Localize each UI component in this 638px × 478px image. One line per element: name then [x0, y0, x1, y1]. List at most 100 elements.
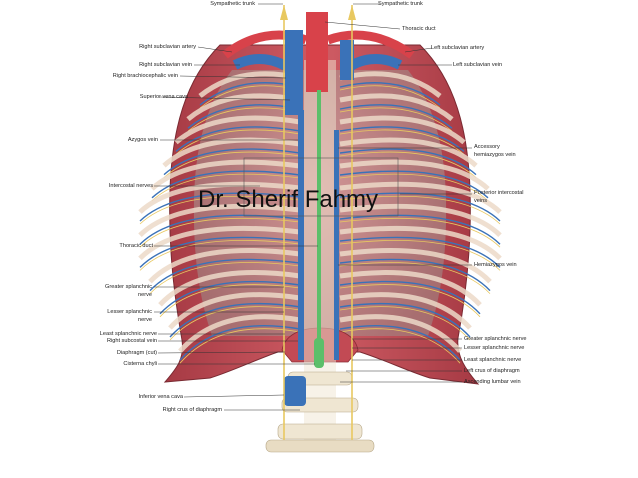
intercostal-vein [151, 170, 301, 199]
label-accessory-hemiazygos-2: hemiazygos vein [474, 152, 516, 158]
intercostal-nerve [139, 240, 301, 271]
label-diaphragm-cut: Diaphragm (cut) [116, 350, 157, 356]
intercostal-vein [339, 280, 481, 315]
intercostal-vein [175, 126, 301, 152]
label-right-subcostal-vein: Right subcostal vein [106, 338, 157, 344]
intercostal-vein [339, 302, 471, 338]
label-least-splanchnic-left: Least splanchnic nerve [99, 331, 157, 337]
intercostal-vein [139, 192, 301, 222]
azygos-vein [298, 110, 304, 360]
intercostal-vein [163, 148, 301, 176]
rib [339, 181, 502, 214]
vertebral-column [265, 60, 375, 453]
cisterna-chyli [314, 338, 324, 368]
label-posterior-intercostal-2: veins [474, 198, 488, 204]
intercostal-vein [179, 325, 301, 361]
sympathetic-trunks [280, 5, 356, 440]
intercostal-vein [339, 126, 465, 152]
intercostal-vein [159, 280, 301, 315]
intercostal-vein [339, 170, 489, 199]
rib [138, 225, 301, 261]
rib [168, 292, 301, 330]
hemiazygos-vein [334, 130, 339, 360]
label-cisterna-chyli: Cisterna chyli [123, 361, 157, 367]
intercostal-nerve [339, 129, 465, 155]
intercostal-vein [149, 258, 301, 292]
leader-line [404, 47, 433, 53]
intercostal-nerve [139, 195, 301, 225]
superior-vena-cava [285, 30, 303, 115]
aortic-arch-trunk [306, 12, 328, 92]
inferior-vena-cava [284, 376, 306, 406]
rib [339, 270, 482, 307]
intercostal-nerve [339, 173, 489, 202]
intercostal-nerve [339, 284, 481, 318]
intercostal-vein [339, 104, 453, 129]
intercostal-vein [139, 236, 301, 268]
intercostal-nerve [159, 284, 301, 318]
watermark-frame [243, 157, 399, 217]
label-left-subclavian-artery: Left subclavian artery [431, 45, 485, 51]
intercostal-nerve [163, 151, 301, 178]
label-thoracic-duct-mid: Thoracic duct [119, 243, 153, 249]
label-thoracic-duct-top: Thoracic duct [402, 26, 436, 32]
label-ascending-lumbar-vein: Ascending lumbar vein [464, 379, 521, 385]
intercostal-vein [169, 302, 301, 338]
intercostal-vein [339, 192, 501, 222]
label-lesser-splanchnic-left-1: Lesser splanchnic [107, 309, 152, 315]
rib [148, 247, 301, 284]
rib [158, 270, 301, 307]
intercostal-nerve [339, 240, 501, 271]
label-lesser-splanchnic-right: Lesser splanchnic nerve [464, 345, 525, 351]
brachiocephalic-left [340, 40, 354, 80]
leader-lines [154, 3, 472, 411]
great-vessels [222, 12, 415, 406]
intercostal-vein [339, 236, 501, 268]
label-right-subclavian-vein: Right subclavian vein [139, 62, 192, 68]
intercostal-vein [139, 214, 301, 245]
label-sympathetic-trunk-left: Sympathetic trunk [210, 1, 255, 7]
intercostal-nerve [179, 328, 301, 364]
rib [339, 314, 462, 353]
label-left-subclavian-vein: Left subclavian vein [453, 62, 503, 68]
label-sympathetic-trunk-right: Sympathetic trunk [378, 1, 423, 7]
intercostal-nerve [339, 306, 471, 341]
label-right-crus: Right crus of diaphragm [162, 407, 222, 413]
intercostal-nerve [339, 262, 491, 294]
label-accessory-hemiazygos-1: Accessory [474, 144, 500, 150]
intercostal-nerve [339, 217, 501, 248]
leader-line [183, 394, 285, 398]
leader-line [197, 46, 233, 53]
rib [178, 314, 301, 353]
label-greater-splanchnic-right: Greater splanchnic nerve [464, 336, 527, 342]
leader-line [157, 351, 286, 354]
rib [339, 159, 490, 191]
label-hemiazygos-vein: Hemiazygos vein [474, 262, 517, 268]
intercostal-nerve [149, 262, 301, 294]
rib [339, 203, 502, 238]
intercostal-nerve [169, 306, 301, 341]
label-azygos-vein: Azygos vein [127, 137, 158, 143]
label-intercostal-nerves: Intercostal nerves [108, 183, 153, 189]
rib [174, 115, 301, 145]
rib [339, 137, 478, 168]
label-right-brachiocephalic-vein: Right brachiocephalic vein [112, 73, 178, 79]
rib [339, 93, 454, 122]
label-right-subclavian-artery: Right subclavian artery [139, 44, 196, 50]
rib [339, 292, 472, 330]
label-posterior-intercostal-1: Posterior intercostal [474, 190, 524, 196]
rib [138, 181, 301, 214]
rib [162, 137, 301, 168]
intercostal-vein [339, 214, 501, 245]
label-least-splanchnic-right: Least splanchnic nerve [464, 357, 522, 363]
intercostal-nerve [339, 107, 453, 132]
left-subclavian-artery [326, 30, 415, 59]
label-left-crus: Left crus of diaphragm [464, 368, 520, 374]
label-lesser-splanchnic-left-2: nerve [138, 317, 152, 323]
rib [150, 159, 301, 191]
watermark-text: Dr. Sherif Fahmy [198, 186, 379, 213]
intercostal-nerve [139, 217, 301, 248]
intercostal-nerve [339, 151, 477, 178]
leader-line [324, 21, 401, 30]
